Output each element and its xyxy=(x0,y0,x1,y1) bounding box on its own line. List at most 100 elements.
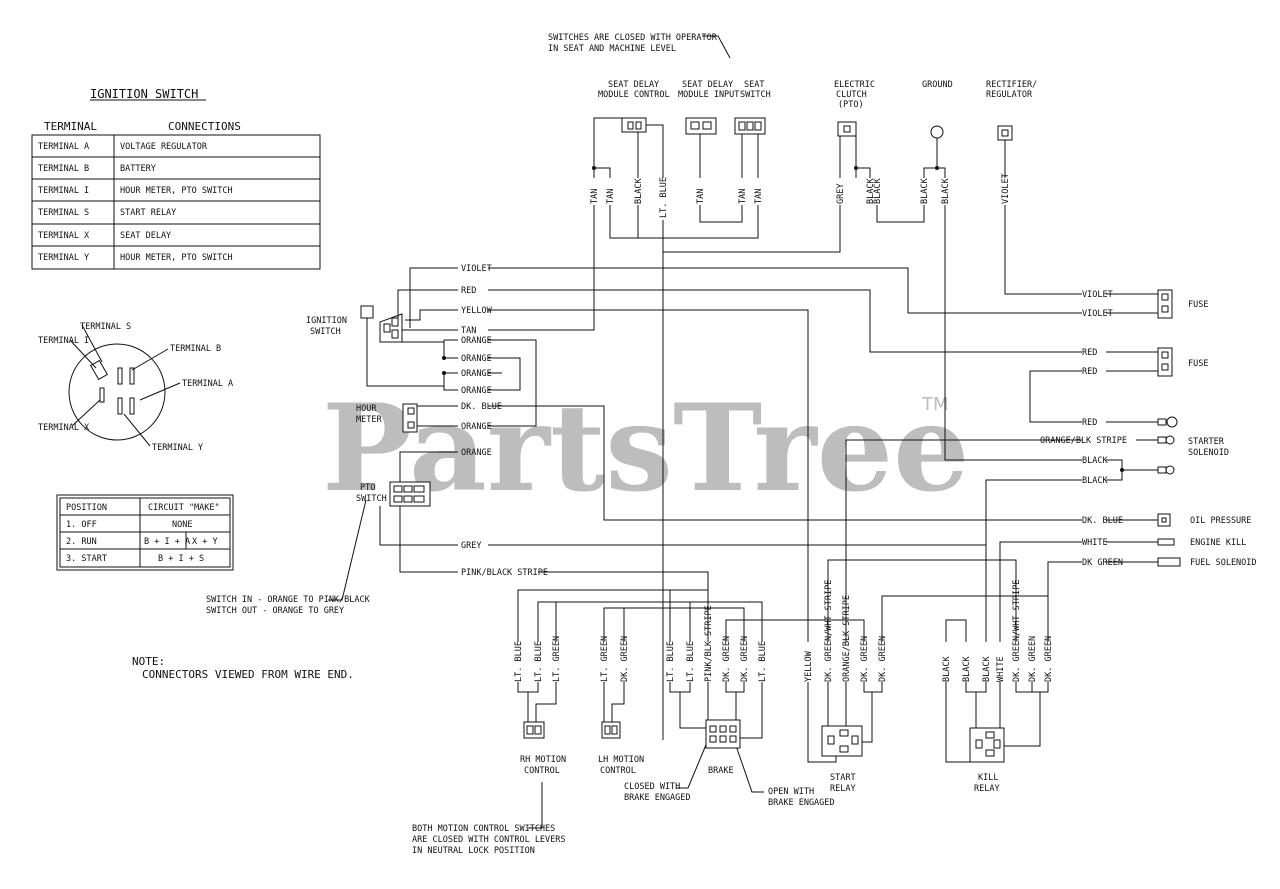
wire-label: BLACK xyxy=(1082,476,1108,486)
wire-label: ORANGE xyxy=(461,386,492,396)
wire-label: TAN xyxy=(754,189,764,204)
wire-label: DK. GREEN xyxy=(1028,636,1038,682)
wire-label: LT. BLUE xyxy=(686,641,696,682)
wire-label: BLACK xyxy=(982,656,992,682)
wire-label: VIOLET xyxy=(1082,309,1113,319)
wire-label: ORANGE/BLK STRIPE xyxy=(1040,436,1127,446)
wire-label: DK. GREEN xyxy=(860,636,870,682)
ring-terminal-icon xyxy=(1157,416,1178,428)
wire-label: DK. BLUE xyxy=(461,402,502,412)
wire-label: ORANGE xyxy=(461,448,492,458)
wire-label: TAN xyxy=(738,189,748,204)
wire-label: ORANGE xyxy=(461,369,492,379)
wire-label: BLACK xyxy=(941,178,951,204)
kill-relay-label2: RELAY xyxy=(974,784,1000,794)
wire-label: DK. BLUE xyxy=(1082,516,1123,526)
brake-open-leader xyxy=(733,739,764,793)
wire-label: DK GREEN xyxy=(1082,558,1123,568)
wire-label: RED xyxy=(1082,348,1097,358)
pto-switch-label2: SWITCH xyxy=(356,494,387,504)
position-cell: 3. START xyxy=(66,554,107,564)
label-terminal-x: TERMINAL X xyxy=(38,423,90,433)
wire-label: ORANGE xyxy=(461,354,492,364)
label-terminal-b: TERMINAL B xyxy=(170,344,221,354)
rh-motion-label1: RH MOTION xyxy=(520,755,566,765)
rh-motion-label2: CONTROL xyxy=(524,766,560,776)
lh-motion-connector xyxy=(601,721,621,739)
wire-label: VIOLET xyxy=(461,264,492,274)
wire-label: ORANGE xyxy=(461,336,492,346)
wire-label: TAN xyxy=(606,189,616,204)
motion-note-line1: BOTH MOTION CONTROL SWITCHES xyxy=(412,824,555,834)
ignition-table-title: IGNITION SWITCH xyxy=(90,87,198,101)
wire-label: YELLOW xyxy=(461,306,493,316)
top-wire-labels: TAN TAN BLACK LT. BLUE TAN TAN TAN GREY … xyxy=(590,173,1011,218)
seat-delay-ctrl-label1: SEAT DELAY xyxy=(608,80,659,90)
hour-meter-label1: HOUR xyxy=(356,404,377,414)
ignition-terminal-cell: TERMINAL S xyxy=(38,208,89,218)
seat-switch-connector xyxy=(734,117,766,135)
wire-label: VIOLET xyxy=(1082,290,1113,300)
circuit-cell: X + Y xyxy=(192,537,218,547)
wire-label: BLACK xyxy=(920,178,930,204)
wire-label: BLACK xyxy=(942,656,952,682)
pto-note-line1: SWITCH IN - ORANGE TO PINK/BLACK xyxy=(206,595,371,605)
fuel-solenoid-plug-icon xyxy=(1157,557,1181,567)
wire-label: LT. GREEN xyxy=(600,636,610,682)
wire-label: DK. GREEN xyxy=(620,636,630,682)
engine-kill-label: ENGINE KILL xyxy=(1190,538,1246,548)
pto-note-line2: SWITCH OUT - ORANGE TO GREY xyxy=(206,606,344,616)
circuit-cell: B + I + S xyxy=(158,554,204,564)
starter-solenoid-label2: SOLENOID xyxy=(1188,448,1229,458)
circuit-cell: NONE xyxy=(172,520,192,530)
ignition-col-terminal: TERMINAL xyxy=(44,120,97,133)
wire-label: ORANGE/BLK STRIPE xyxy=(842,595,852,682)
ignition-table-rows: TERMINAL A VOLTAGE REGULATOR TERMINAL B … xyxy=(38,142,233,263)
start-relay-label2: RELAY xyxy=(830,784,856,794)
ignition-table-grid xyxy=(31,134,321,270)
starter-terminal-icon xyxy=(1157,435,1175,475)
wire-label: LT. GREEN xyxy=(552,636,562,682)
rectifier-connector xyxy=(997,125,1013,141)
ignition-switch-connector xyxy=(360,305,403,343)
wire-label: BLACK xyxy=(634,178,644,204)
right-wire-lines xyxy=(845,293,1158,642)
wire-label: DK. GREEN xyxy=(878,636,888,682)
pto-switch-label1: PTO xyxy=(360,483,375,493)
oil-pressure-label: OIL PRESSURE xyxy=(1190,516,1251,526)
clutch-connector xyxy=(837,121,857,137)
junction-dots xyxy=(442,166,1124,472)
seat-switch-label2: SWITCH xyxy=(740,90,771,100)
wire-label: ORANGE xyxy=(461,422,492,432)
wire-label: GREY xyxy=(461,541,481,551)
wire-label: RED xyxy=(1082,418,1097,428)
ignition-connection-cell: HOUR METER, PTO SWITCH xyxy=(120,186,233,196)
hour-meter-label2: METER xyxy=(356,415,382,425)
wire-label: RED xyxy=(461,286,476,296)
wire-label: DK. GREEN xyxy=(1044,636,1054,682)
bottom-wire-lines xyxy=(517,545,1049,763)
ignition-switch-label1: IGNITION xyxy=(306,316,347,326)
wire-label: DK. GREEN xyxy=(722,636,732,682)
engine-kill-plug-icon xyxy=(1157,538,1175,546)
label-terminal-a: TERMINAL A xyxy=(182,379,233,389)
rectifier-label2: REGULATOR xyxy=(986,90,1033,100)
ground-label: GROUND xyxy=(922,80,953,90)
position-cell: 1. OFF xyxy=(66,520,97,530)
wire-label: BLACK xyxy=(866,178,876,204)
ignition-switch-face xyxy=(68,324,181,447)
fuse-2-icon xyxy=(1157,347,1173,377)
wire-label: DK. GREEN/WHT STRIPE xyxy=(1012,580,1022,682)
clutch-label1: ELECTRIC xyxy=(834,80,875,90)
start-relay-icon xyxy=(821,725,863,757)
ignition-switch-label2: SWITCH xyxy=(310,327,341,337)
ignition-terminal-cell: TERMINAL A xyxy=(38,142,89,152)
kill-relay-icon xyxy=(969,727,1005,763)
wire-label: BLACK xyxy=(962,656,972,682)
motion-note-line3: IN NEUTRAL LOCK POSITION xyxy=(412,846,535,856)
wire-label: RED xyxy=(1082,367,1097,377)
left-wire-labels: VIOLET RED YELLOW TAN ORANGE ORANGE ORAN… xyxy=(461,264,548,578)
wire-label: LT. BLUE xyxy=(666,641,676,682)
seat-delay-in-label1: SEAT DELAY xyxy=(682,80,733,90)
ignition-connection-cell: VOLTAGE REGULATOR xyxy=(120,142,208,152)
